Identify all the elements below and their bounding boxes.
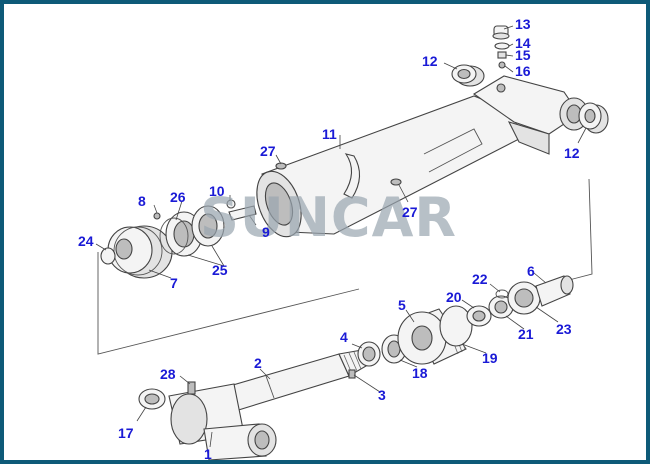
callout-25: 25 bbox=[212, 262, 228, 278]
callout-24: 24 bbox=[78, 233, 94, 249]
callout-10: 10 bbox=[209, 183, 225, 199]
callout-15: 15 bbox=[515, 47, 531, 63]
ball-16 bbox=[498, 61, 506, 69]
ring-21 bbox=[488, 295, 514, 319]
seal-19 bbox=[439, 305, 473, 347]
callout-labels: 13 14 15 16 12 12 11 27 27 10 9 8 26 25 … bbox=[78, 16, 580, 460]
pin-9 bbox=[228, 205, 257, 221]
callout-6: 6 bbox=[527, 263, 535, 279]
piston-5 bbox=[397, 308, 467, 365]
washer-14 bbox=[494, 42, 510, 50]
callout-17: 17 bbox=[118, 425, 134, 441]
callout-3: 3 bbox=[378, 387, 386, 403]
ring-20 bbox=[466, 305, 492, 327]
cylinder-tube bbox=[256, 95, 520, 238]
callout-27-top: 27 bbox=[260, 143, 276, 159]
rod-end-eye bbox=[168, 383, 277, 460]
callout-20: 20 bbox=[446, 289, 462, 305]
callout-12-left: 12 bbox=[422, 53, 438, 69]
callout-23: 23 bbox=[556, 321, 572, 337]
callout-21: 21 bbox=[518, 326, 534, 342]
bushing-12-left bbox=[451, 64, 485, 87]
callout-12-right: 12 bbox=[564, 145, 580, 161]
callout-16: 16 bbox=[515, 63, 531, 79]
callout-28: 28 bbox=[160, 366, 176, 382]
callout-18: 18 bbox=[412, 365, 428, 381]
screw-3 bbox=[348, 369, 356, 379]
callout-13: 13 bbox=[515, 16, 531, 32]
bushing-12-right bbox=[578, 102, 609, 134]
spring-15 bbox=[497, 51, 507, 59]
spacer-10 bbox=[226, 199, 236, 209]
grease-fitting-27a bbox=[275, 162, 287, 170]
watermark-text: SUNCAR bbox=[200, 186, 457, 249]
screw-8 bbox=[153, 212, 161, 220]
callout-14: 14 bbox=[515, 35, 531, 51]
callout-2: 2 bbox=[254, 355, 262, 371]
leader-lines bbox=[95, 25, 587, 448]
collar-6 bbox=[535, 275, 574, 307]
callout-9: 9 bbox=[262, 224, 270, 240]
callout-22: 22 bbox=[472, 271, 488, 287]
cylinder-head-7 bbox=[107, 225, 173, 279]
seal-25 bbox=[165, 205, 225, 257]
o-ring-24 bbox=[100, 247, 116, 265]
grease-fitting-28 bbox=[187, 381, 196, 395]
hydraulic-cylinder-exploded-view: SUNCAR 13 14 15 16 12 12 11 27 27 10 9 8… bbox=[78, 16, 609, 460]
callout-5: 5 bbox=[398, 297, 406, 313]
grease-fitting-27b bbox=[390, 178, 402, 186]
callout-26: 26 bbox=[170, 189, 186, 205]
seal-17 bbox=[138, 388, 166, 410]
callout-19: 19 bbox=[482, 350, 498, 366]
watermark: SUNCAR bbox=[200, 186, 457, 249]
seal-23 bbox=[507, 281, 541, 315]
callout-7: 7 bbox=[170, 275, 178, 291]
callout-4: 4 bbox=[340, 329, 348, 345]
callout-27-bottom: 27 bbox=[402, 204, 418, 220]
callout-8: 8 bbox=[138, 193, 146, 209]
assembly-outline bbox=[97, 178, 593, 355]
callout-1: 1 bbox=[204, 446, 212, 460]
callout-11: 11 bbox=[322, 126, 337, 142]
ring-4 bbox=[357, 341, 381, 367]
backup-ring-26 bbox=[159, 217, 189, 255]
